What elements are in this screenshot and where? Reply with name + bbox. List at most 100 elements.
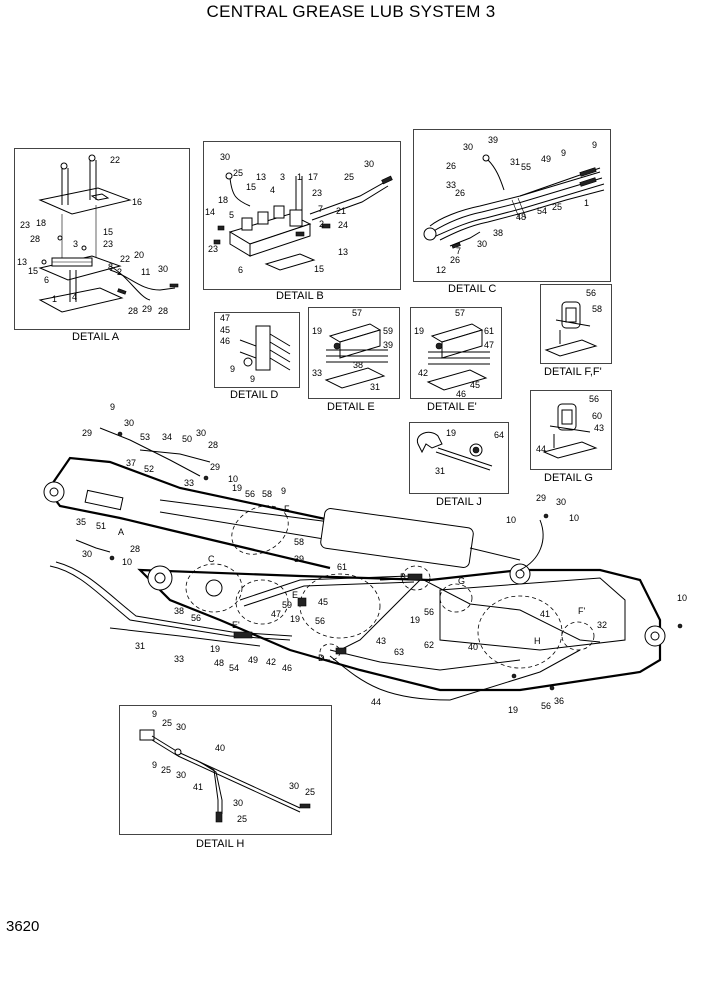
callout-c-5: 49 [541, 154, 551, 164]
callout-main-49: 56 [424, 607, 434, 617]
callout-g-1: 60 [592, 411, 602, 421]
detail-b-caption: DETAIL B [276, 290, 324, 302]
detail-a-drawing [38, 154, 179, 313]
callout-main-26: 39 [294, 554, 304, 564]
callout-main-39: 49 [248, 655, 258, 665]
callout-main-57: 10 [506, 515, 516, 525]
callout-main-10: 29 [210, 462, 220, 472]
callout-main-35: 31 [135, 641, 145, 651]
callout-b-6: 25 [344, 172, 354, 182]
callout-main-20: 51 [96, 521, 106, 531]
callout-main-28: 38 [174, 606, 184, 616]
callout-main-22: 30 [82, 549, 92, 559]
callout-main-64: 36 [554, 696, 564, 706]
callout-a-8: 22 [120, 254, 130, 264]
callout-c-10: 48 [516, 212, 526, 222]
callout-b-11: 23 [312, 188, 322, 198]
detail-d-caption: DETAIL D [230, 389, 279, 401]
callout-a-1: 16 [132, 197, 142, 207]
callout-g-3: 44 [536, 444, 546, 454]
callout-main-0: 9 [110, 402, 115, 412]
callout-h-4: 9 [152, 760, 157, 770]
callout-j-2: 31 [435, 466, 445, 476]
callout-main-32: 45 [318, 597, 328, 607]
callout-d-1: 45 [220, 325, 230, 335]
callout-e-1: 19 [312, 326, 322, 336]
callout-b-12: 7 [318, 204, 323, 214]
callout-main-45: 63 [394, 647, 404, 657]
detail-c-caption: DETAIL C [448, 283, 497, 295]
callout-h-8: 30 [233, 798, 243, 808]
detail-c-panel [413, 129, 611, 282]
callout-main-24: C [208, 554, 215, 564]
callout-b-19: 13 [338, 247, 348, 257]
callout-c-13: 1 [584, 198, 589, 208]
callout-c-4: 31 [510, 157, 520, 167]
callout-main-44: 43 [376, 636, 386, 646]
callout-j-1: 64 [494, 430, 504, 440]
callout-main-63: 56 [541, 701, 551, 711]
callout-b-10: 4 [270, 185, 275, 195]
page-title: CENTRAL GREASE LUB SYSTEM 3 [206, 2, 496, 21]
callout-a-13: 15 [28, 266, 38, 276]
callout-main-37: 19 [210, 644, 220, 654]
detail-g-drawing [542, 403, 598, 459]
detail-e-drawing [324, 323, 388, 389]
callout-main-53: 41 [540, 609, 550, 619]
callout-h-9: 30 [289, 781, 299, 791]
callout-main-23: 10 [122, 557, 132, 567]
callout-main-54: H [534, 636, 541, 646]
callout-c-18: 12 [436, 265, 446, 275]
callout-main-4: 34 [162, 432, 172, 442]
callout-b-20: 6 [238, 265, 243, 275]
callout-main-31: 47 [271, 609, 281, 619]
callout-g-0: 56 [589, 394, 599, 404]
detail-d-drawing [239, 325, 291, 371]
callout-e-4: 33 [312, 368, 322, 378]
callout-main-48: G [458, 576, 465, 586]
callout-main-13: 19 [232, 483, 242, 493]
callout-c-6: 9 [561, 148, 566, 158]
callout-g-2: 43 [594, 423, 604, 433]
detail-j-drawing [416, 431, 493, 471]
callout-c-2: 30 [463, 142, 473, 152]
callout-main-11: 10 [228, 474, 238, 484]
callout-b-7: 30 [364, 159, 374, 169]
callout-a-17: 4 [72, 292, 77, 302]
callout-d-4: 9 [250, 374, 255, 384]
callout-e-6: 31 [370, 382, 380, 392]
callout-c-11: 54 [537, 206, 547, 216]
callout-a-18: 28 [128, 306, 138, 316]
detail-h-caption: DETAIL H [196, 838, 245, 850]
detail-b-drawing [213, 172, 393, 271]
callout-b-1: 25 [233, 168, 243, 178]
callout-main-38: 48 [214, 658, 224, 668]
callout-h-0: 9 [152, 709, 157, 719]
callout-main-14: 56 [245, 489, 255, 499]
callout-main-42: 46 [282, 663, 292, 673]
callout-a-21: 1 [52, 294, 57, 304]
callout-d-2: 46 [220, 336, 230, 346]
callout-main-18: A [118, 527, 124, 537]
callout-h-1: 25 [162, 718, 172, 728]
callout-c-8: 33 [446, 180, 456, 190]
callout-a-4: 15 [103, 227, 113, 237]
callout-c-3: 26 [446, 161, 456, 171]
callout-main-1: 30 [124, 418, 134, 428]
callout-b-13: 21 [336, 206, 346, 216]
callout-a-16: 30 [158, 264, 168, 274]
callout-main-47: B [400, 572, 406, 582]
callout-main-60: 10 [569, 513, 579, 523]
callout-main-58: 29 [536, 493, 546, 503]
callout-c-1: 9 [592, 140, 597, 150]
callout-b-21: 15 [314, 264, 324, 274]
callout-main-59: 30 [556, 497, 566, 507]
detail-h-panel [119, 705, 332, 835]
detail-h-drawing [139, 729, 311, 823]
callout-main-34: 56 [315, 616, 325, 626]
callout-c-0: 39 [488, 135, 498, 145]
callout-main-51: 19 [410, 615, 420, 625]
callout-e2-6: 46 [456, 389, 466, 399]
callout-b-5: 17 [308, 172, 318, 182]
